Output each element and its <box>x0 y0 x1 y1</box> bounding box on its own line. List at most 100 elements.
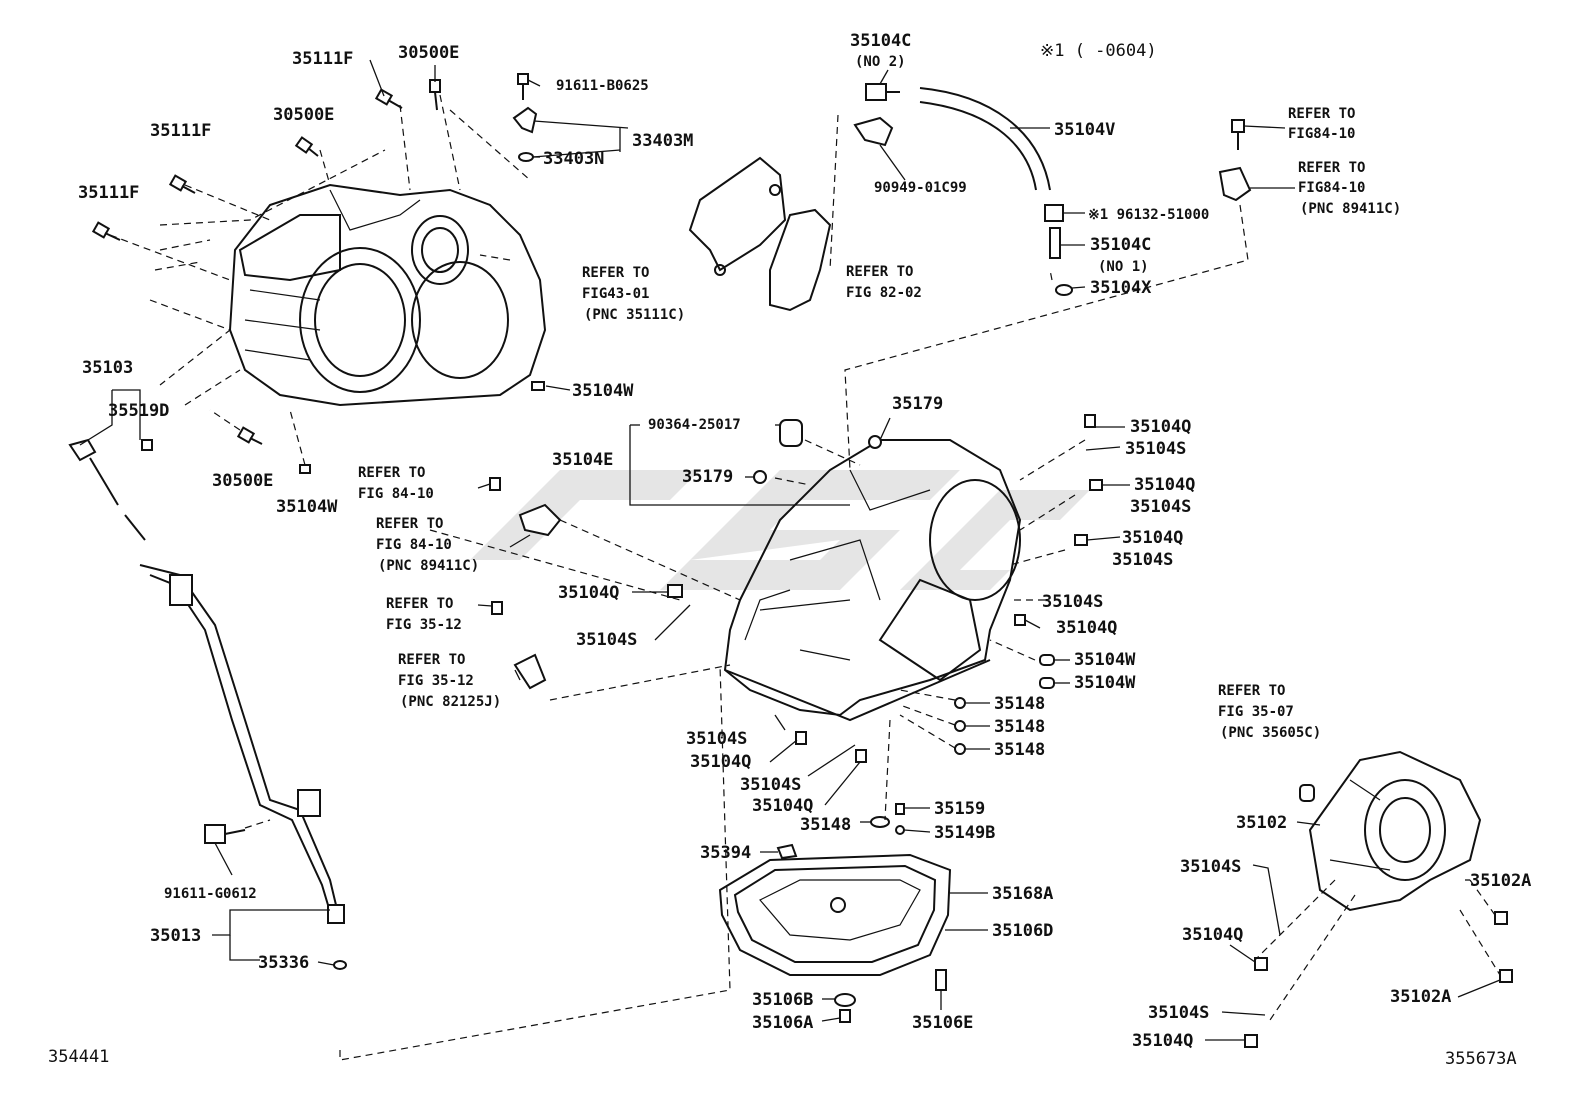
label-90949-01C99: 90949-01C99 <box>874 180 967 196</box>
label-96132-51000: ※1 96132-51000 <box>1088 207 1209 223</box>
refer-text: REFER TO <box>1298 160 1365 176</box>
refer-fig: FIG84-10 <box>1298 180 1365 196</box>
diagram-meta: ※1 ( -0604) 354441 355673A <box>48 41 1517 1069</box>
breather-hose-assembly <box>853 83 1073 296</box>
label-35104W: 35104W <box>1074 650 1136 670</box>
refer-text: REFER TO <box>358 465 425 481</box>
label-35104E: 35104E <box>552 450 613 470</box>
refer-fig: FIG 84-10 <box>376 537 452 553</box>
label-35104W: 35104W <box>572 381 634 401</box>
refer-pnc: (PNC 82125J) <box>400 694 501 710</box>
label-35394: 35394 <box>700 843 751 863</box>
refer-pnc: (PNC 89411C) <box>1300 201 1401 217</box>
label-35106E: 35106E <box>912 1013 973 1033</box>
sensors-left <box>513 503 562 690</box>
label-35111F: 35111F <box>292 49 353 69</box>
sensor-upper-right <box>844 119 1252 471</box>
label-91611-B0625: 91611-B0625 <box>556 78 649 94</box>
refer-fig: FIG 35-07 <box>1218 704 1294 720</box>
bolts-upper-left <box>91 79 545 474</box>
label-35104S: 35104S <box>1180 857 1241 877</box>
cover-plates <box>688 114 839 312</box>
refer-fig: FIG 82-02 <box>846 285 922 301</box>
label-35519D: 35519D <box>108 401 169 421</box>
label-35104S: 35104S <box>1042 592 1103 612</box>
refer-fig: FIG84-10 <box>1288 126 1355 142</box>
label-35148: 35148 <box>994 694 1045 714</box>
refer-text: REFER TO <box>398 652 465 668</box>
refer-text: REFER TO <box>1288 106 1355 122</box>
refer-fig: FIG 35-12 <box>386 617 462 633</box>
label-35104Q: 35104Q <box>1130 417 1191 437</box>
label-35179: 35179 <box>682 467 733 487</box>
label-35104Q: 35104Q <box>1182 925 1243 945</box>
label-35104S: 35104S <box>1130 497 1191 517</box>
alignment-lines-upper-left <box>109 94 531 466</box>
refer-pnc: (PNC 35111C) <box>584 307 685 323</box>
label-35104S: 35104S <box>1112 550 1173 570</box>
label-35179: 35179 <box>892 394 943 414</box>
label-35111F: 35111F <box>150 121 211 141</box>
refer-pnc: (PNC 89411C) <box>378 558 479 574</box>
label-35102A: 35102A <box>1470 871 1531 891</box>
label-35104S: 35104S <box>686 729 747 749</box>
refer-text: REFER TO <box>376 516 443 532</box>
label-35104Q: 35104Q <box>1122 528 1183 548</box>
label-35104C-no2: 35104C <box>850 31 911 51</box>
transaxle-housing <box>228 183 547 407</box>
reference-notes: REFER TO FIG84-10 REFER TO FIG84-10 (PNC… <box>358 106 1401 741</box>
label-35148: 35148 <box>994 717 1045 737</box>
part-number-labels: 35104C (NO 2) 35111F 30500E 91611-B0625 … <box>78 31 1531 1051</box>
label-35111F: 35111F <box>78 183 139 203</box>
label-33403N: 33403N <box>543 149 604 169</box>
label-35104Q: 35104Q <box>1132 1031 1193 1051</box>
refer-fig: FIG43-01 <box>582 286 649 302</box>
dipstick-and-tube <box>68 438 347 970</box>
label-35102A: 35102A <box>1390 987 1451 1007</box>
label-35104Q: 35104Q <box>1056 618 1117 638</box>
label-35148: 35148 <box>800 815 851 835</box>
label-35104C-no2-sub: (NO 2) <box>855 54 906 70</box>
refer-pnc: (PNC 35605C) <box>1220 725 1321 741</box>
label-35013: 35013 <box>150 926 201 946</box>
label-30500E: 30500E <box>273 105 334 125</box>
label-35104C-no1-sub: (NO 1) <box>1098 259 1149 275</box>
label-35104Q: 35104Q <box>1134 475 1195 495</box>
label-35336: 35336 <box>258 953 309 973</box>
label-35103: 35103 <box>82 358 133 378</box>
label-30500E: 30500E <box>212 471 273 491</box>
label-35104V: 35104V <box>1054 120 1115 140</box>
refer-text: REFER TO <box>1218 683 1285 699</box>
label-35148: 35148 <box>994 740 1045 760</box>
label-35104S: 35104S <box>576 630 637 650</box>
label-35104Q: 35104Q <box>558 583 619 603</box>
oil-pan <box>718 853 952 1023</box>
refer-text: REFER TO <box>846 264 913 280</box>
label-35104Q: 35104Q <box>752 796 813 816</box>
refer-text: REFER TO <box>386 596 453 612</box>
label-35106B: 35106B <box>752 990 813 1010</box>
label-35159: 35159 <box>934 799 985 819</box>
label-35104S: 35104S <box>1125 439 1186 459</box>
label-90364-25017: 90364-25017 <box>648 417 741 433</box>
label-35104Q: 35104Q <box>690 752 751 772</box>
leader-lines <box>79 59 1501 1041</box>
label-35104X: 35104X <box>1090 278 1152 298</box>
illustration-code-right: 355673A <box>1445 1049 1517 1069</box>
label-33403M: 33403M <box>632 131 693 151</box>
label-35104S: 35104S <box>740 775 801 795</box>
label-30500E: 30500E <box>398 43 459 63</box>
label-35106D: 35106D <box>992 921 1053 941</box>
refer-fig: FIG 84-10 <box>358 486 434 502</box>
label-35104W: 35104W <box>1074 673 1136 693</box>
mount-bracket-35102 <box>1244 750 1513 1048</box>
illustration-code-left: 354441 <box>48 1047 109 1067</box>
label-91611-G0612: 91611-G0612 <box>164 886 257 902</box>
label-35149B: 35149B <box>934 823 995 843</box>
alignment-lines-center <box>339 439 1086 1061</box>
applicability-note: ※1 ( -0604) <box>1040 41 1157 61</box>
label-35168A: 35168A <box>992 884 1053 904</box>
label-35104W: 35104W <box>276 497 338 517</box>
